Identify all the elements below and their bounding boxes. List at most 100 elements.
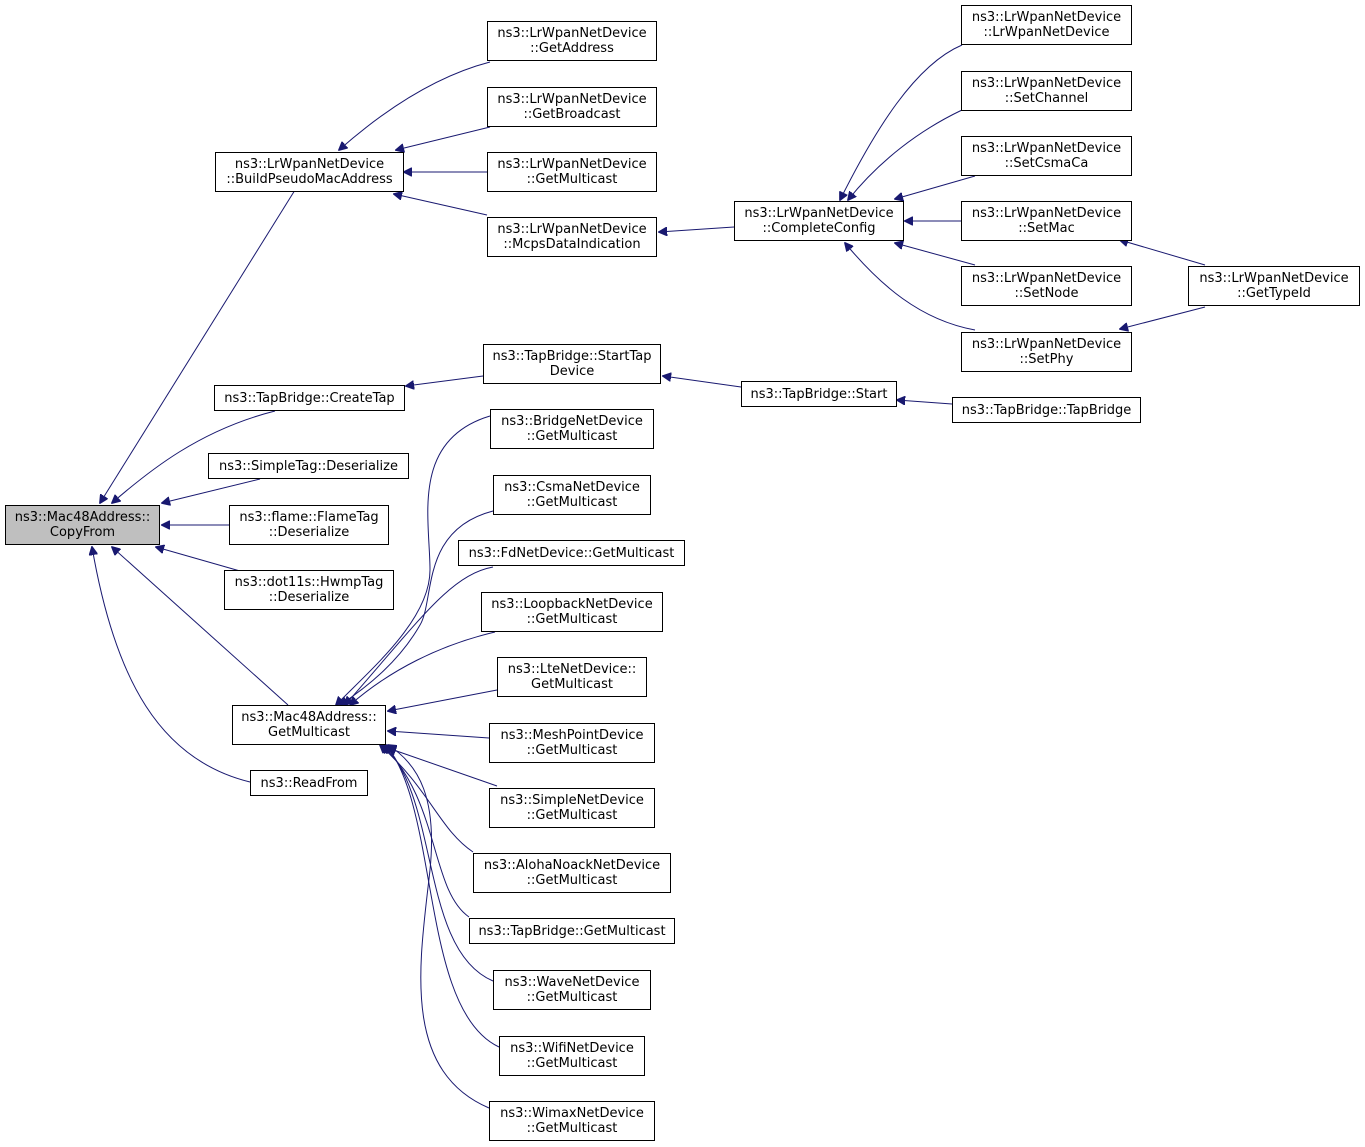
edge-complete-to-mcps bbox=[659, 226, 735, 232]
node-lrwpan-setchannel[interactable]: ns3::LrWpanNetDevice ::SetChannel bbox=[961, 71, 1132, 111]
node-lrwpan-setmac[interactable]: ns3::LrWpanNetDevice ::SetMac bbox=[961, 201, 1132, 241]
node-label: ::GetMulticast bbox=[526, 743, 618, 758]
node-tapbridge-tapbridge[interactable]: ns3::TapBridge::TapBridge bbox=[952, 397, 1141, 423]
edge-csma-to-macgm bbox=[340, 510, 494, 705]
node-label: ::SetMac bbox=[1018, 221, 1075, 236]
node-label: CopyFrom bbox=[49, 525, 116, 540]
node-label: ns3::LrWpanNetDevice bbox=[497, 222, 647, 237]
edge-macgetmulticast-to-root bbox=[112, 547, 289, 706]
node-tapbridge-getmulticast[interactable]: ns3::TapBridge::GetMulticast bbox=[469, 918, 675, 944]
node-label: ::SetNode bbox=[1014, 286, 1079, 301]
edge-loopback-to-macgm bbox=[350, 631, 496, 705]
node-label: ::GetMulticast bbox=[526, 429, 618, 444]
edge-setchannel-to-complete bbox=[848, 109, 963, 200]
node-lrwpan-completeconfig[interactable]: ns3::LrWpanNetDevice ::CompleteConfig bbox=[734, 201, 904, 241]
node-wimaxnetdevice-getmulticast[interactable]: ns3::WimaxNetDevice ::GetMulticast bbox=[489, 1101, 655, 1141]
edge-starttap-to-createtap bbox=[406, 375, 484, 386]
edge-setnode-to-complete bbox=[895, 243, 976, 266]
node-lrwpan-buildpseudomacaddress[interactable]: ns3::LrWpanNetDevice ::BuildPseudoMacAdd… bbox=[215, 152, 404, 192]
node-label: Device bbox=[549, 364, 595, 379]
node-label: ::CompleteConfig bbox=[762, 221, 876, 236]
node-bridgenetdevice-getmulticast[interactable]: ns3::BridgeNetDevice ::GetMulticast bbox=[490, 409, 654, 449]
node-label: ns3::LteNetDevice:: bbox=[507, 662, 637, 677]
node-ltenetdevice-getmulticast[interactable]: ns3::LteNetDevice:: GetMulticast bbox=[497, 657, 647, 697]
node-label: ns3::LrWpanNetDevice bbox=[1199, 271, 1349, 286]
node-label: ::Deserialize bbox=[268, 525, 350, 540]
node-lrwpan-mcpsdataindication[interactable]: ns3::LrWpanNetDevice ::McpsDataIndicatio… bbox=[487, 217, 657, 257]
node-label: ns3::Mac48Address:: bbox=[14, 510, 151, 525]
node-label: ::SetPhy bbox=[1019, 352, 1074, 367]
node-simpletag-deserialize[interactable]: ns3::SimpleTag::Deserialize bbox=[208, 453, 409, 479]
edge-gettypeid-to-setmac bbox=[1120, 240, 1206, 266]
node-lrwpan-setnode[interactable]: ns3::LrWpanNetDevice ::SetNode bbox=[961, 266, 1132, 306]
node-label: ns3::LoopbackNetDevice bbox=[491, 597, 653, 612]
node-label: ns3::BridgeNetDevice bbox=[501, 414, 643, 429]
node-label: ns3::TapBridge::Start bbox=[750, 386, 888, 402]
node-label: ns3::LrWpanNetDevice bbox=[497, 92, 647, 107]
node-tapbridge-createtap[interactable]: ns3::TapBridge::CreateTap bbox=[214, 385, 405, 411]
node-csmanetdevice-getmulticast[interactable]: ns3::CsmaNetDevice ::GetMulticast bbox=[493, 475, 651, 515]
node-label: ns3::TapBridge::StartTap bbox=[492, 349, 652, 364]
node-label: ns3::TapBridge::GetMulticast bbox=[478, 923, 666, 939]
node-label: ::Deserialize bbox=[268, 590, 350, 605]
edge-getbroadcast-to-build bbox=[396, 126, 491, 150]
node-label: ns3::SimpleNetDevice bbox=[500, 793, 644, 808]
node-label: ::GetMulticast bbox=[526, 873, 618, 888]
node-fdnetdevice-getmulticast[interactable]: ns3::FdNetDevice::GetMulticast bbox=[458, 540, 685, 566]
node-mac48address-copyfrom: ns3::Mac48Address:: CopyFrom bbox=[5, 505, 160, 545]
node-label: ns3::WifiNetDevice bbox=[510, 1041, 634, 1056]
node-label: ::GetMulticast bbox=[526, 808, 618, 823]
node-label: ::BuildPseudoMacAddress bbox=[226, 172, 393, 187]
node-label: ns3::SimpleTag::Deserialize bbox=[219, 458, 398, 474]
node-label: ns3::LrWpanNetDevice bbox=[971, 206, 1122, 221]
node-label: GetMulticast bbox=[531, 677, 613, 692]
edge-wave-to-macgm bbox=[384, 745, 494, 982]
node-mac48address-getmulticast[interactable]: ns3::Mac48Address:: GetMulticast bbox=[232, 705, 386, 745]
node-wifinetdevice-getmulticast[interactable]: ns3::WifiNetDevice ::GetMulticast bbox=[499, 1036, 645, 1076]
edge-setphy-to-complete bbox=[845, 243, 976, 331]
edge-gettypeid-to-setphy bbox=[1120, 306, 1206, 329]
edge-hwmptag-to-root bbox=[156, 547, 241, 572]
edge-tbgm-to-macgm bbox=[382, 745, 470, 918]
node-lrwpan-getmulticast[interactable]: ns3::LrWpanNetDevice ::GetMulticast bbox=[487, 152, 657, 192]
node-label: ns3::LrWpanNetDevice bbox=[971, 10, 1122, 25]
node-label: ::LrWpanNetDevice bbox=[983, 25, 1110, 40]
node-label: ns3::FdNetDevice::GetMulticast bbox=[468, 545, 675, 561]
node-label: ns3::LrWpanNetDevice bbox=[497, 26, 647, 41]
edge-createtap-to-root bbox=[112, 410, 276, 503]
node-lrwpan-setcsmaca[interactable]: ns3::LrWpanNetDevice ::SetCsmaCa bbox=[961, 136, 1132, 176]
edge-setcsmaca-to-complete bbox=[895, 175, 976, 199]
edge-start-to-starttap bbox=[663, 376, 742, 388]
node-label: ns3::ReadFrom bbox=[260, 775, 358, 791]
node-readfrom[interactable]: ns3::ReadFrom bbox=[250, 770, 368, 796]
node-lrwpan-getaddress[interactable]: ns3::LrWpanNetDevice ::GetAddress bbox=[487, 21, 657, 61]
edge-mcps-to-build bbox=[394, 194, 488, 216]
node-tapbridge-start[interactable]: ns3::TapBridge::Start bbox=[741, 381, 897, 407]
node-wavenetdevice-getmulticast[interactable]: ns3::WaveNetDevice ::GetMulticast bbox=[493, 970, 651, 1010]
edge-simplenet-to-macgm bbox=[388, 748, 498, 787]
node-meshpointdevice-getmulticast[interactable]: ns3::MeshPointDevice ::GetMulticast bbox=[489, 723, 655, 763]
node-tapbridge-starttapdevice[interactable]: ns3::TapBridge::StartTap Device bbox=[483, 344, 661, 384]
edge-getaddress-to-build bbox=[339, 61, 491, 150]
node-label: ::GetBroadcast bbox=[523, 107, 621, 122]
node-lrwpan-getbroadcast[interactable]: ns3::LrWpanNetDevice ::GetBroadcast bbox=[487, 87, 657, 127]
node-loopbacknetdevice-getmulticast[interactable]: ns3::LoopbackNetDevice ::GetMulticast bbox=[481, 592, 663, 632]
node-lrwpan-setphy[interactable]: ns3::LrWpanNetDevice ::SetPhy bbox=[961, 332, 1132, 372]
node-label: ns3::WaveNetDevice bbox=[504, 975, 640, 990]
node-lrwpan-lrwpannetdevice[interactable]: ns3::LrWpanNetDevice ::LrWpanNetDevice bbox=[961, 5, 1132, 45]
node-label: ns3::LrWpanNetDevice bbox=[971, 337, 1122, 352]
node-label: ns3::LrWpanNetDevice bbox=[971, 271, 1122, 286]
edge-readfrom-to-root bbox=[92, 547, 251, 783]
node-flametag-deserialize[interactable]: ns3::flame::FlameTag ::Deserialize bbox=[229, 505, 389, 545]
edge-bridge-to-macgm bbox=[336, 415, 491, 705]
node-lrwpan-gettypeid[interactable]: ns3::LrWpanNetDevice ::GetTypeId bbox=[1188, 266, 1360, 306]
node-label: ns3::MeshPointDevice bbox=[500, 728, 644, 743]
node-label: ns3::WimaxNetDevice bbox=[500, 1106, 644, 1121]
edge-tapbridge-to-start bbox=[897, 400, 953, 404]
node-simplenetdevice-getmulticast[interactable]: ns3::SimpleNetDevice ::GetMulticast bbox=[489, 788, 655, 828]
node-hwmptag-deserialize[interactable]: ns3::dot11s::HwmpTag ::Deserialize bbox=[224, 570, 394, 610]
edge-build-to-root bbox=[100, 189, 296, 503]
node-alohanoacknetdevice-getmulticast[interactable]: ns3::AlohaNoackNetDevice ::GetMulticast bbox=[473, 853, 671, 893]
node-label: ns3::flame::FlameTag bbox=[239, 510, 379, 525]
